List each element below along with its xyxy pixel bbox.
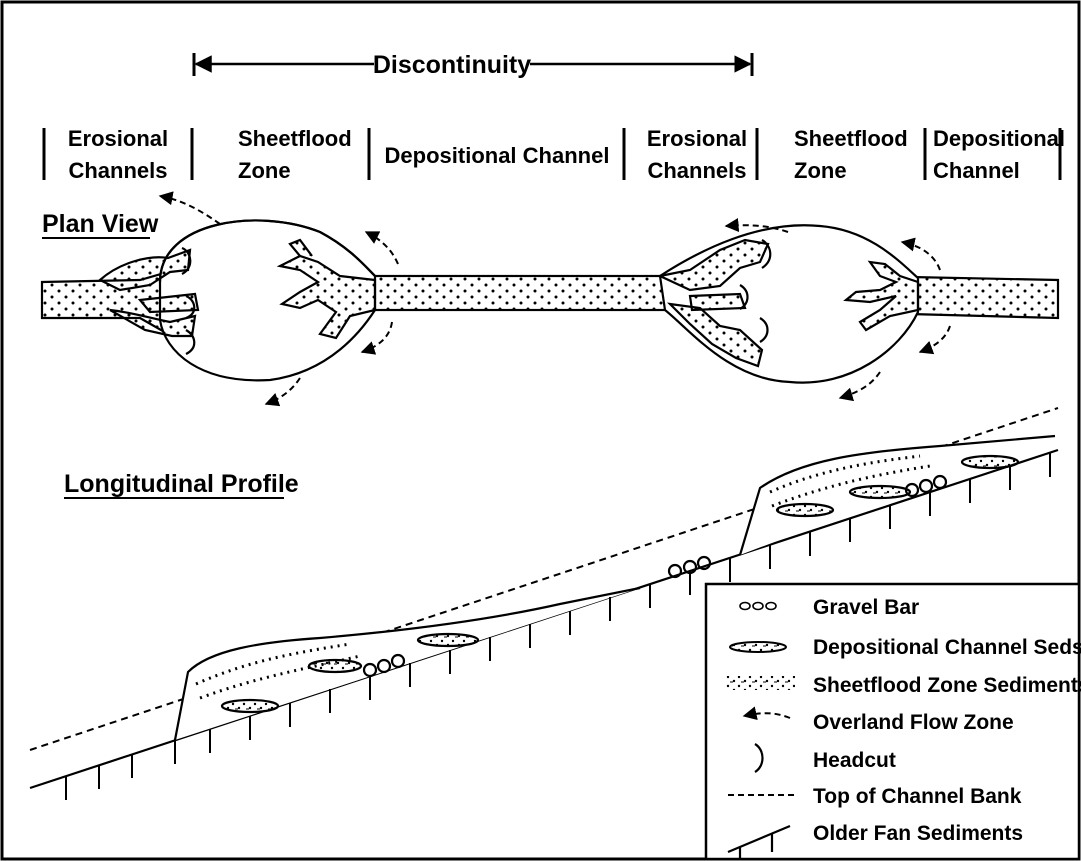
zone-2-line1: Sheetflood — [238, 126, 352, 151]
legend: Gravel Bar Depositional Channel Seds. Sh… — [706, 584, 1081, 859]
plan-view-drawing — [42, 220, 1058, 382]
legend-label-4: Overland Flow Zone — [813, 711, 1014, 734]
legend-label-6: Top of Channel Bank — [813, 785, 1022, 808]
legend-label-3: Sheetflood Zone Sediments — [813, 674, 1081, 697]
discontinuity-bracket: Discontinuity — [194, 51, 752, 79]
zone-4-line1: Erosional — [647, 126, 747, 151]
legend-label-7: Older Fan Sediments — [813, 822, 1023, 845]
plan-view-heading: Plan View — [42, 210, 159, 238]
zone-3-line1: Depositional Channel — [385, 143, 610, 168]
zone-5-line2: Zone — [794, 158, 847, 183]
zone-labels: Erosional Channels Sheetflood Zone Depos… — [68, 126, 1065, 183]
zone-1-line2: Channels — [68, 158, 167, 183]
zone-6-line2: Channel — [933, 158, 1020, 183]
discontinuity-label: Discontinuity — [373, 51, 531, 79]
legend-label-5: Headcut — [813, 749, 896, 772]
zone-5-line1: Sheetflood — [794, 126, 908, 151]
legend-label-1: Gravel Bar — [813, 596, 919, 619]
sheetflood-sediments-icon — [725, 676, 795, 690]
depositional-channel-seds-icon — [730, 642, 786, 652]
zone-4-line2: Channels — [647, 158, 746, 183]
profile-heading: Longitudinal Profile — [64, 470, 299, 498]
zone-2-line2: Zone — [238, 158, 291, 183]
zone-6-line1: Depositional — [933, 126, 1065, 151]
zone-1-line1: Erosional — [68, 126, 168, 151]
legend-label-2: Depositional Channel Seds. — [813, 636, 1081, 659]
